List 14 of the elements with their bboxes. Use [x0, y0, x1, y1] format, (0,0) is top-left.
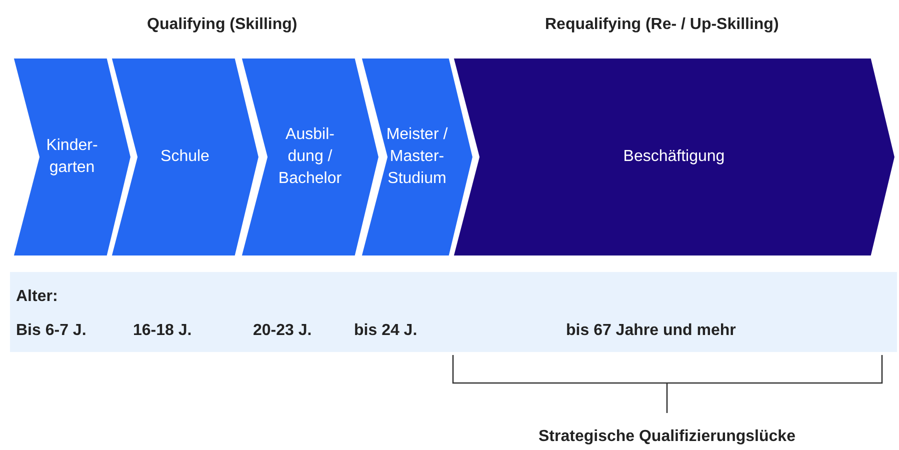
age-label: 20-23 J. [253, 322, 312, 340]
step-label: Kinder- garten [45, 136, 99, 178]
step-label: Meister / Master- Studium [385, 125, 449, 189]
bracket-caption: Strategische Qualifizierungslücke [538, 428, 796, 446]
step-label: Ausbil- dung / Bachelor [277, 125, 343, 189]
row-label: Alter: [16, 288, 58, 306]
age-label: bis 24 J. [354, 322, 418, 340]
age-label: 16-18 J. [133, 322, 192, 340]
heading: Qualifying (Skilling) [147, 16, 298, 34]
age-label: bis 67 Jahre und mehr [566, 322, 736, 340]
step-label: Beschäftigung [623, 147, 725, 167]
heading: Requalifying (Re- / Up-Skilling) [545, 16, 779, 34]
step-label: Schule [160, 147, 210, 167]
age-label: Bis 6-7 J. [16, 322, 86, 340]
